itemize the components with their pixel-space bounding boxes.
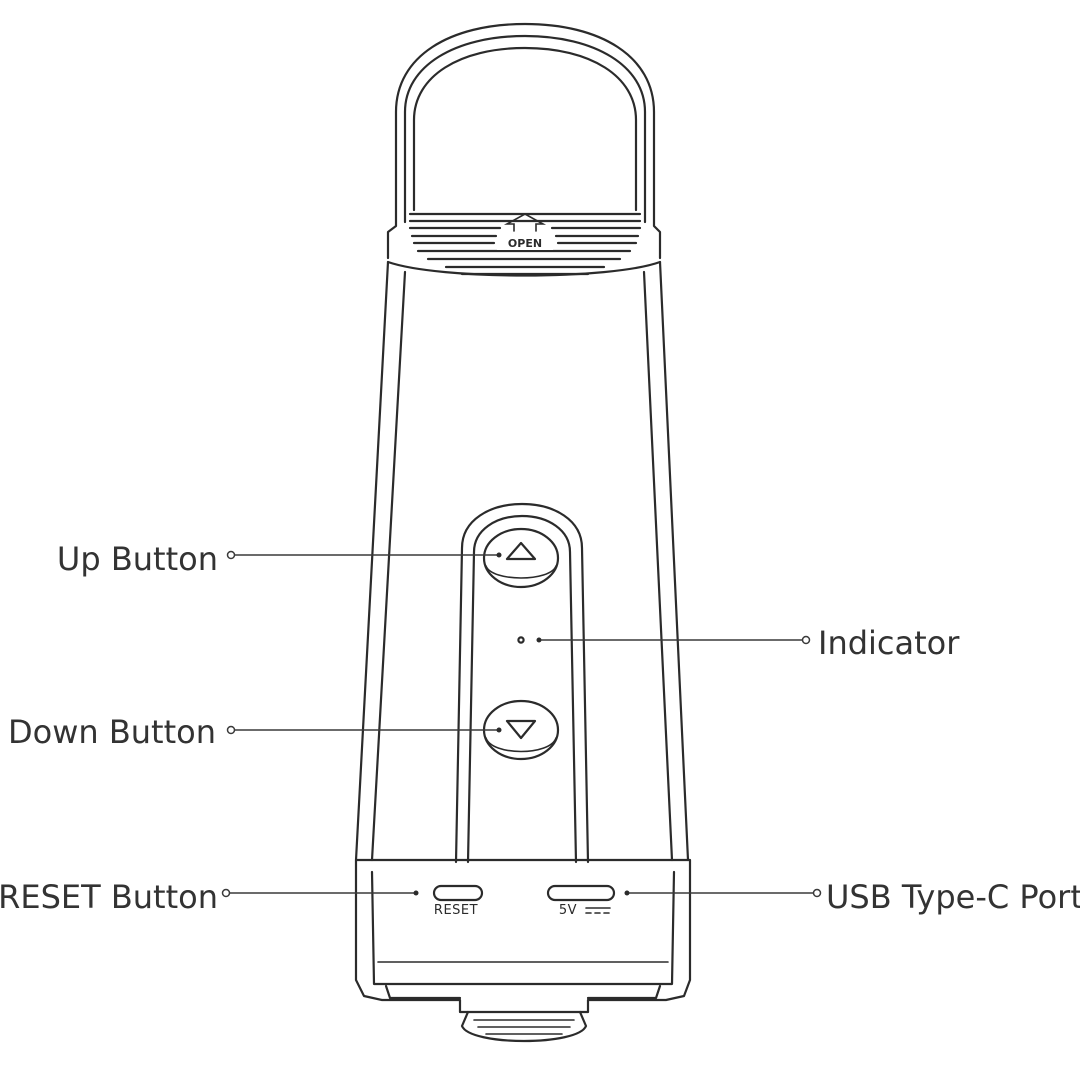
- triangle-down-icon: [505, 719, 537, 740]
- arrow-up-icon: [503, 213, 547, 232]
- lid: OPEN: [386, 22, 662, 277]
- reset-marking: RESET: [434, 903, 478, 918]
- callout-up-button: Up Button: [57, 540, 218, 578]
- lid-open-text: OPEN: [508, 237, 542, 250]
- bottom-cap: RESET 5V: [354, 858, 692, 1043]
- triangle-up-icon: [505, 541, 537, 561]
- control-panel: [454, 502, 590, 864]
- bottom-clip: [460, 1010, 588, 1043]
- port-marking: 5V: [559, 903, 577, 918]
- usb-type-c-port[interactable]: 5V: [546, 884, 616, 918]
- callout-indicator: Indicator: [818, 624, 960, 662]
- up-button[interactable]: [482, 527, 560, 589]
- callout-down-button: Down Button: [8, 713, 216, 751]
- indicator-light: [517, 636, 525, 644]
- callout-usb-port: USB Type-C Port: [826, 878, 1080, 916]
- reset-button[interactable]: RESET: [432, 884, 484, 918]
- callout-reset-button: RESET Button: [0, 878, 218, 916]
- device-body: [354, 260, 690, 862]
- callout-leaders: [221, 550, 822, 898]
